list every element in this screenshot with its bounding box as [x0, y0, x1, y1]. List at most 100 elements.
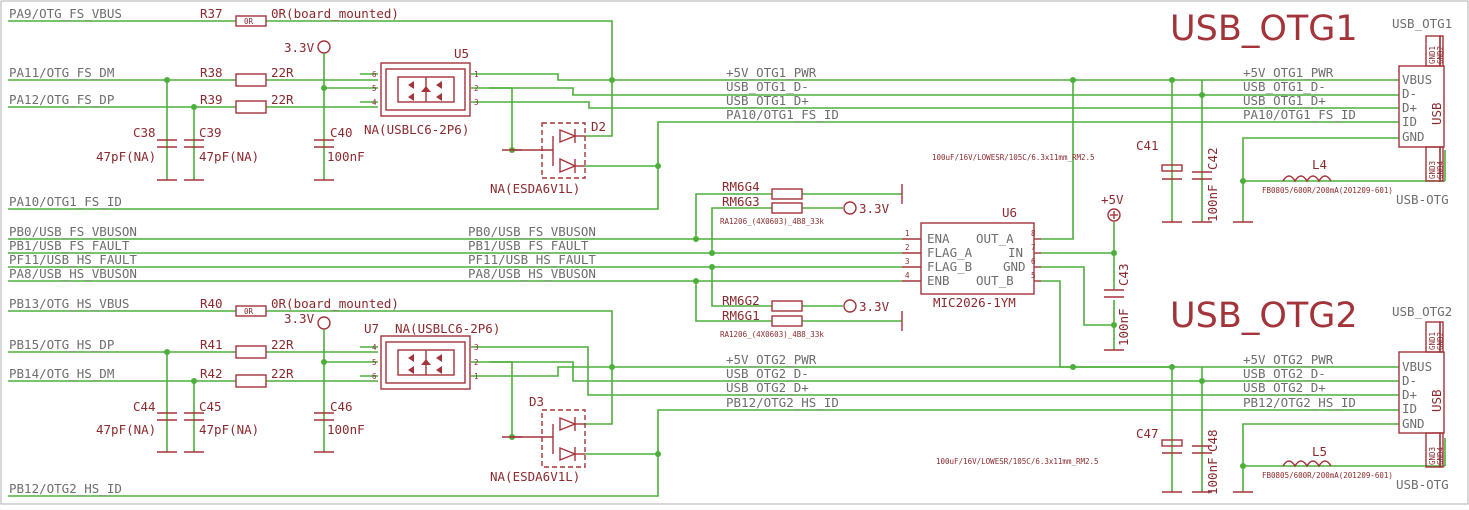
otg1-pin-dp: D+	[1402, 100, 1417, 115]
u7-pin-4: 4	[372, 343, 377, 352]
d2-value: NA(ESDA6V1L)	[490, 181, 580, 196]
net-pb0: PB0/USB_FS_VBUSON	[9, 224, 137, 239]
net-pa9: PA9/OTG_FS_VBUS	[9, 6, 122, 21]
net-pa8: PA8/USB_HS_VBUSON	[9, 266, 137, 281]
u5-pin-5: 5	[372, 84, 377, 93]
usb-connector-otg1	[1398, 35, 1445, 182]
bus-id2: PB12/OTG2_HS_ID	[726, 395, 839, 410]
c42-ref: C42	[1205, 147, 1220, 170]
bus-dm2: USB_OTG2_D-	[726, 366, 809, 381]
r42-ref: R42	[200, 366, 223, 381]
u6-pin-out-b: OUT_B	[976, 273, 1014, 288]
rm6g3-ref: RM6G3	[722, 194, 760, 209]
otg1-pin-id: ID	[1402, 114, 1417, 129]
c48-ref: C48	[1205, 429, 1220, 452]
v33-label-rm6g3: 3.3V	[859, 201, 890, 216]
c41-ref: C41	[1136, 138, 1159, 153]
bus-id1-right: PA10/OTG1_FS_ID	[1243, 107, 1356, 122]
c45-ref: C45	[199, 399, 222, 414]
r42-value: 22R	[271, 366, 294, 381]
u6-pin-in: IN	[1008, 245, 1023, 260]
bus-dp2-right: USB_OTG2_D+	[1243, 380, 1326, 395]
usb-connector-otg2	[1398, 321, 1445, 468]
rm6g4-ref: RM6G4	[722, 179, 760, 194]
otg1-usb-body: USB	[1429, 102, 1444, 125]
otg2-title: USB_OTG2	[1170, 296, 1358, 336]
c46-value: 100nF	[327, 422, 365, 437]
u6-pin-flag-b: FLAG_B	[927, 259, 972, 274]
otg2-connector-name: USB_OTG2	[1392, 304, 1452, 319]
u7-pin-1: 1	[474, 372, 479, 381]
otg2-gnd2: GND2	[1436, 332, 1445, 350]
u6-pin-flag-a: FLAG_A	[927, 245, 973, 260]
c39-ref: C39	[199, 125, 222, 140]
r37-ref: R37	[200, 6, 223, 21]
l4-ref: L4	[1312, 157, 1327, 172]
ferrite-beads	[1282, 175, 1332, 468]
r40-ref: R40	[200, 296, 223, 311]
u6-pin-num-7: 7	[1031, 243, 1036, 252]
mid-net-pb1: PB1/USB_FS_FAULT	[468, 238, 589, 253]
u6-pin-num-5: 5	[1031, 271, 1036, 280]
c42-value: 100nF	[1205, 184, 1220, 222]
l5-ref: L5	[1312, 444, 1327, 459]
otg1-pin-gnd: GND	[1402, 129, 1425, 144]
rm6-bottom-value: RA1206_(4X0603)_4B8_33k	[720, 330, 824, 339]
u6-pin-num-2: 2	[905, 243, 910, 252]
net-pf11: PF11/USB_HS_FAULT	[9, 252, 137, 267]
c38-value: 47pF(NA)	[96, 149, 156, 164]
c43-value: 100nF	[1116, 308, 1131, 346]
otg1-gnd1: GND1	[1428, 46, 1437, 64]
r38-value: 22R	[271, 65, 294, 80]
bus-dp2: USB_OTG2_D+	[726, 380, 809, 395]
d2-ref: D2	[591, 119, 606, 134]
mid-net-pa8: PA8/USB_HS_VBUSON	[468, 266, 596, 281]
bus-pwr1: +5V_OTG1_PWR	[726, 65, 817, 80]
c44-ref: C44	[133, 399, 156, 414]
bus-dp1: USB_OTG1_D+	[726, 93, 809, 108]
rm6-top-value: RA1206_(4X0603)_4B8_33k	[720, 217, 824, 226]
u6-power-switch	[902, 222, 1041, 295]
u5-pin-3: 3	[474, 98, 479, 107]
otg1-pin-vbus: VBUS	[1402, 72, 1432, 87]
u7-esd-array	[380, 335, 471, 390]
otg1-gnd3: GND3	[1428, 161, 1437, 179]
capacitors	[157, 139, 1212, 493]
u5-pin-6: 6	[372, 70, 377, 79]
u6-pin-num-6: 6	[1031, 257, 1036, 266]
r39-ref: R39	[200, 92, 223, 107]
power-symbols	[317, 40, 1121, 335]
bus-pwr2-right: +5V_OTG2_PWR	[1243, 352, 1334, 367]
otg2-connector-bottom: USB-OTG	[1396, 477, 1449, 492]
c40-ref: C40	[330, 125, 353, 140]
otg1-pin-dm: D-	[1402, 86, 1417, 101]
c39-value: 47pF(NA)	[199, 149, 259, 164]
rm6g1-ref: RM6G1	[722, 308, 760, 323]
bus-pwr1-right: +5V_OTG1_PWR	[1243, 65, 1334, 80]
c41-value: 100uF/16V/LOWESR/105C/6.3x11mm_RM2.5	[932, 153, 1095, 162]
d3-ref: D3	[529, 394, 544, 409]
net-pb12: PB12/OTG2_HS_ID	[9, 481, 122, 496]
u6-pin-ena: ENA	[927, 231, 950, 246]
net-pa12: PA12/OTG_FS_DP	[9, 92, 114, 107]
u6-pin-enb: ENB	[927, 273, 950, 288]
net-pa10: PA10/OTG1_FS_ID	[9, 194, 122, 209]
otg2-gnd4: GND4	[1436, 446, 1445, 465]
u6-pin-gnd: GND	[1003, 259, 1026, 274]
junctions	[164, 77, 1246, 469]
r41-ref: R41	[200, 337, 223, 352]
otg2-pin-vbus: VBUS	[1402, 359, 1432, 374]
u7-pin-6: 6	[372, 372, 377, 381]
bus-pwr2: +5V_OTG2_PWR	[726, 352, 817, 367]
r37-body-label: 0R	[244, 17, 254, 26]
c46-ref: C46	[330, 399, 353, 414]
bus-dm1: USB_OTG1_D-	[726, 79, 809, 94]
bus-dp1-right: USB_OTG1_D+	[1243, 93, 1326, 108]
u6-pin-out-a: OUT_A	[976, 231, 1014, 246]
otg2-pin-dm: D-	[1402, 373, 1417, 388]
otg1-title: USB_OTG1	[1170, 9, 1358, 49]
net-pb13: PB13/OTG_HS_VBUS	[9, 296, 129, 311]
